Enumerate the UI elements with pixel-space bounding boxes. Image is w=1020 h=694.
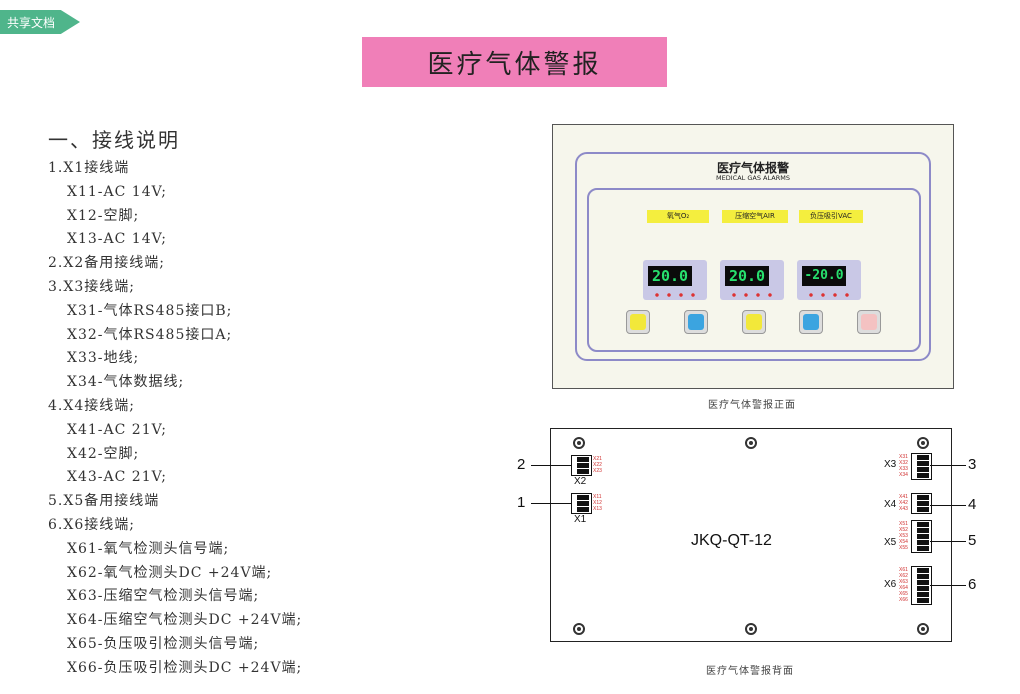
connector-x4	[911, 493, 932, 514]
callout-leader	[930, 541, 966, 542]
front-panel-figure: 医疗气体报警 MEDICAL GAS ALARMS 氧气O₂ 压缩空气AIR 负…	[552, 124, 954, 389]
screw-icon	[917, 437, 929, 449]
callout-leader	[930, 585, 966, 586]
up-button	[684, 310, 708, 334]
air-display: 20.0	[720, 260, 784, 300]
connector-x4-label: X4	[884, 499, 897, 510]
callout-3: 3	[968, 456, 977, 473]
connector-x1	[571, 493, 592, 514]
connector-x6	[911, 566, 932, 605]
screw-icon	[573, 437, 585, 449]
wiring-line: X33-地线;	[67, 350, 140, 367]
down-button	[799, 310, 823, 334]
callout-4: 4	[968, 496, 977, 513]
led-indicators	[728, 293, 774, 297]
connector-x1-label: X1	[574, 514, 587, 525]
test-icon	[861, 314, 877, 330]
set-icon	[746, 314, 762, 330]
callout-leader	[930, 505, 966, 506]
callout-1: 1	[517, 494, 526, 511]
front-panel-display-box: 氧气O₂ 压缩空气AIR 负压吸引VAC 20.0 20.0 -20.0	[587, 188, 921, 352]
callout-5: 5	[968, 532, 977, 549]
wiring-line: X62-氧气检测头DC +24V端;	[67, 564, 273, 581]
led-indicators	[805, 293, 851, 297]
wiring-line: X65-负压吸引检测头信号端;	[67, 635, 260, 652]
connector-x5	[911, 520, 932, 553]
callout-2: 2	[517, 456, 526, 473]
led-indicators	[651, 293, 697, 297]
callout-leader	[531, 503, 571, 504]
page-title: 医疗气体警报	[427, 49, 602, 80]
mute-button	[626, 310, 650, 334]
front-panel-subtitle: MEDICAL GAS ALARMS	[716, 174, 790, 182]
shared-doc-tag: 共享文档	[0, 10, 80, 34]
callout-6: 6	[968, 576, 977, 593]
screw-icon	[917, 623, 929, 635]
title-banner: 医疗气体警报	[362, 37, 667, 87]
connector-x3	[911, 453, 932, 480]
connector-x5-label: X5	[884, 537, 897, 548]
wiring-line: X42-空脚;	[67, 445, 140, 462]
vac-reading: -20.0	[802, 266, 846, 286]
wiring-line: X11-AC 14V;	[67, 183, 168, 200]
oxygen-reading: 20.0	[648, 266, 692, 286]
wiring-line: X63-压缩空气检测头信号端;	[67, 588, 260, 605]
wiring-line: X13-AC 14V;	[67, 231, 168, 248]
screw-icon	[745, 623, 757, 635]
vac-label: 负压吸引VAC	[799, 210, 863, 223]
front-caption: 医疗气体警报正面	[708, 400, 796, 411]
wiring-line: X32-气体RS485接口A;	[67, 326, 233, 343]
screw-icon	[573, 623, 585, 635]
front-panel-title: 医疗气体报警	[716, 161, 789, 175]
wiring-line: X43-AC 21V;	[67, 469, 168, 486]
wiring-line: 3.X3接线端;	[48, 278, 135, 295]
callout-leader	[531, 465, 571, 466]
wiring-line: 1.X1接线端	[48, 160, 130, 176]
wiring-line: X66-负压吸引检测头DC +24V端;	[67, 659, 303, 676]
wiring-line: 6.X6接线端;	[48, 516, 135, 533]
connector-x2-label: X2	[574, 476, 587, 487]
vac-display: -20.0	[797, 260, 861, 300]
wiring-line: X64-压缩空气检测头DC +24V端;	[67, 612, 303, 629]
back-caption: 医疗气体警报背面	[706, 666, 794, 677]
wiring-line: X31-气体RS485接口B;	[67, 302, 233, 319]
wiring-line: 4.X4接线端;	[48, 397, 135, 414]
front-panel-frame: 医疗气体报警 MEDICAL GAS ALARMS 氧气O₂ 压缩空气AIR 负…	[575, 152, 931, 361]
section-title: 一、接线说明	[48, 128, 180, 152]
mute-icon	[630, 314, 646, 330]
wiring-line: 2.X2备用接线端;	[48, 255, 165, 272]
set-button	[742, 310, 766, 334]
model-number: JKQ-QT-12	[691, 532, 772, 549]
oxygen-display: 20.0	[643, 260, 707, 300]
connector-x3-label: X3	[884, 459, 897, 470]
connector-x2	[571, 455, 592, 476]
wiring-line: 5.X5备用接线端	[48, 493, 160, 510]
wiring-line: X61-氧气检测头信号端;	[67, 540, 230, 557]
callout-leader	[930, 465, 966, 466]
test-button	[857, 310, 881, 334]
air-label: 压缩空气AIR	[722, 210, 788, 223]
wiring-line: X34-气体数据线;	[67, 374, 185, 391]
air-reading: 20.0	[725, 266, 769, 286]
shared-doc-tag-label: 共享文档	[7, 16, 56, 30]
connector-x6-label: X6	[884, 579, 897, 590]
down-arrow-icon	[803, 314, 819, 330]
wiring-line: X41-AC 21V;	[67, 421, 168, 438]
oxygen-label: 氧气O₂	[647, 210, 709, 223]
wiring-line: X12-空脚;	[67, 207, 140, 224]
wiring-list: 1.X1接线端 X11-AC 14V; X12-空脚; X13-AC 14V; …	[48, 157, 302, 681]
screw-icon	[745, 437, 757, 449]
up-arrow-icon	[688, 314, 704, 330]
